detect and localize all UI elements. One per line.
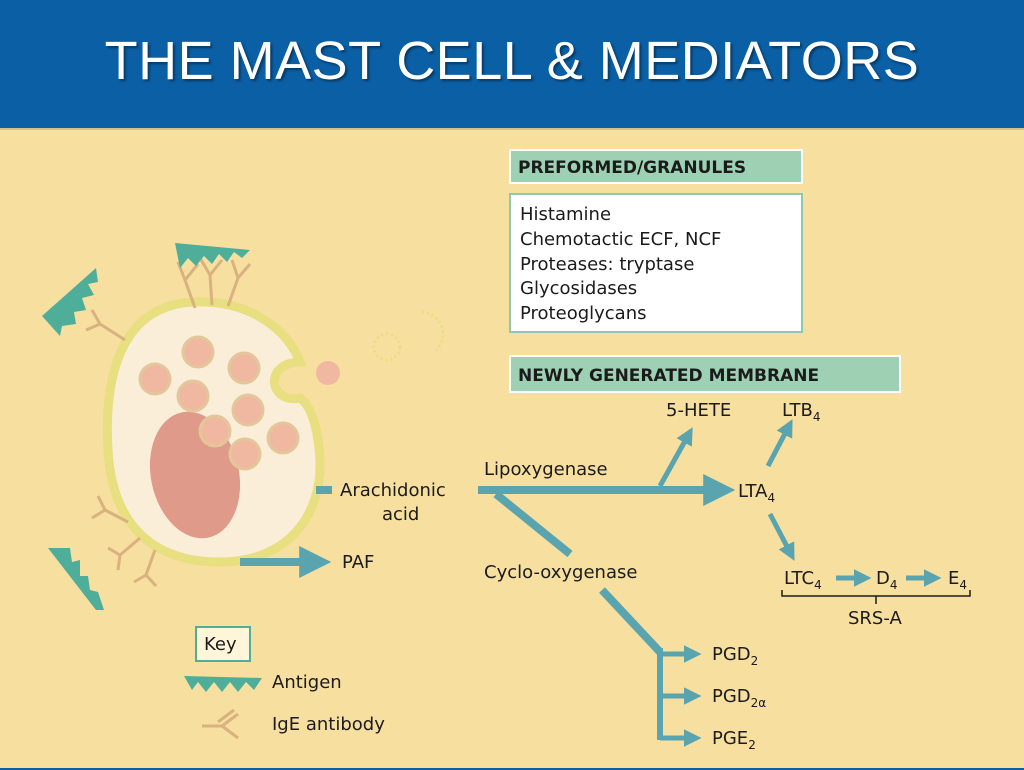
ltc4-label: LTC4 [784,568,822,592]
srs-a-bracket [781,590,971,604]
preformed-item: Histamine [520,204,611,225]
granules [138,335,300,471]
preformed-section: PREFORMED/GRANULES Histamine Chemotactic… [509,149,803,333]
slide-title: THE MAST CELL & MEDIATORS [104,31,920,91]
arrow-icon [767,512,795,561]
title-bar: THE MAST CELL & MEDIATORS [0,0,1024,128]
arachidonic-label: Arachidonic [340,480,446,501]
paf-label: PAF [342,552,374,573]
ltb4-label: LTB4 [782,400,821,424]
newly-header-box [509,355,901,393]
acid-label: acid [382,504,419,525]
antigen-icon [184,676,262,692]
key-antigen-label: Antigen [272,672,342,693]
lipoxygenase-label: Lipoxygenase [484,459,608,480]
pge2-label: PGE2 [712,728,756,752]
pgd2-label: PGD2 [712,644,758,668]
e4-label: E4 [948,568,967,592]
srs-a-label: SRS-A [848,608,902,629]
preformed-item: Glycosidases [520,278,637,299]
released-granule [316,361,340,385]
preformed-header-box [509,149,803,184]
preformed-item: Proteoglycans [520,303,647,324]
legend: Key Antigen IgE antibody [184,626,385,740]
lta4-label: LTA4 [738,481,775,505]
mast-cell-icon [102,297,445,567]
key-ige-label: IgE antibody [272,714,385,735]
antigen-icon [42,243,250,610]
mast-cell-diagram: PREFORMED/GRANULES Histamine Chemotactic… [42,149,971,752]
diagram-panel: PREFORMED/GRANULES Histamine Chemotactic… [0,128,1024,768]
cyclooxygenase-label: Cyclo-oxygenase [484,562,637,583]
preformed-item: Proteases: tryptase [520,254,694,275]
newly-header: NEWLY GENERATED MEMBRANE [518,366,819,386]
key-title: Key [204,634,237,655]
arrow-icon [765,419,793,468]
preformed-header: PREFORMED/GRANULES [518,158,746,178]
preformed-item: Chemotactic ECF, NCF [520,229,721,250]
pgd2a-label: PGD2α [712,686,766,710]
dissolving-granule [421,310,445,352]
ige-antibody-icon [202,708,239,740]
arrow-icon [657,427,693,488]
hete-label: 5-HETE [666,400,731,421]
ige-antibody-icon [85,257,252,588]
key-box [195,626,251,662]
preformed-list-box [509,193,803,333]
dissolving-granule [372,332,402,362]
pathway-arrows [240,419,942,747]
d4-label: D4 [876,568,898,592]
